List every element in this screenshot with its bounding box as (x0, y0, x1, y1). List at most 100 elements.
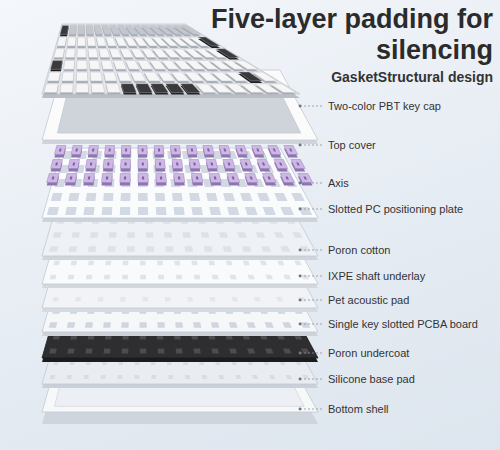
slot (120, 207, 130, 215)
switch-stem (109, 149, 111, 152)
slot (248, 275, 255, 279)
switch (155, 160, 165, 169)
switch (51, 160, 63, 169)
slot (209, 207, 221, 215)
slot (182, 232, 190, 238)
switch-stem (52, 177, 55, 180)
leader-line (300, 324, 324, 325)
switch (268, 146, 281, 155)
slot (252, 375, 258, 379)
switch (54, 146, 66, 155)
slot (189, 193, 200, 201)
keycap (62, 72, 74, 81)
slot (118, 375, 123, 379)
keycap (216, 49, 239, 58)
keycap (89, 60, 100, 69)
slot (298, 207, 312, 215)
keycap (198, 37, 220, 46)
keycap (60, 84, 73, 93)
slot (230, 275, 237, 279)
slot (232, 297, 239, 301)
switch-stem (296, 163, 300, 166)
slot (98, 297, 104, 301)
subtitle: GasketStructural design (331, 68, 493, 86)
slot (157, 261, 163, 265)
slot (109, 232, 117, 238)
switch (102, 174, 113, 183)
slot (121, 322, 128, 328)
switch (156, 174, 167, 183)
slot (299, 246, 310, 252)
switch-stem (90, 163, 92, 166)
switch (240, 160, 253, 169)
slot (211, 349, 219, 354)
switch-stem (286, 177, 289, 180)
slot (286, 375, 293, 379)
leader-line (300, 209, 324, 210)
slot (86, 193, 97, 201)
keycap (78, 25, 85, 34)
slot (194, 275, 201, 279)
switch-stem (250, 177, 253, 180)
slot (283, 349, 292, 354)
switch-stem (158, 149, 160, 152)
switch (47, 174, 59, 183)
keycap (57, 37, 67, 46)
switch-stem (268, 177, 271, 180)
slot (65, 207, 77, 215)
slot (103, 193, 113, 201)
leader-dot (299, 275, 302, 278)
switch (105, 146, 115, 155)
leader-line (300, 353, 324, 354)
keycap (77, 37, 85, 46)
leader-dot (299, 105, 302, 108)
switch (189, 160, 200, 169)
slot (86, 275, 92, 279)
leader-dot (299, 299, 302, 302)
slot (193, 349, 200, 354)
slot (223, 193, 235, 201)
keycap (106, 84, 121, 93)
keycap (69, 25, 77, 34)
slot (90, 232, 98, 238)
slot (191, 207, 203, 215)
slot (175, 322, 183, 328)
switch (121, 160, 131, 169)
slot (122, 349, 129, 354)
slot (155, 193, 165, 201)
switch (284, 146, 298, 155)
switch (121, 146, 131, 155)
part-label: Poron cotton (328, 243, 390, 257)
slot (176, 349, 183, 354)
switch (174, 174, 185, 183)
keycap (252, 72, 277, 81)
slot (257, 193, 270, 201)
switch-stem (160, 177, 162, 180)
keycap (77, 60, 88, 69)
switch (103, 160, 114, 169)
switch-stem (176, 163, 178, 166)
top-cover-frame (42, 70, 318, 140)
slot (85, 322, 93, 328)
slot (165, 297, 171, 301)
slot (101, 375, 106, 379)
switch (235, 146, 247, 155)
part-label: Top cover (328, 138, 376, 152)
slot (243, 261, 250, 265)
switch (219, 146, 231, 155)
keycap (270, 84, 296, 93)
switch (227, 174, 240, 183)
slot (156, 207, 167, 215)
leader-line (300, 250, 324, 251)
leader-dot (299, 249, 302, 252)
slot (85, 349, 92, 354)
slot (209, 261, 216, 265)
slot (104, 349, 111, 354)
slot (302, 375, 309, 379)
slot (263, 207, 276, 215)
slot (247, 349, 255, 354)
leader-line (300, 276, 324, 277)
switch-stem (191, 149, 194, 152)
keycap (234, 60, 258, 69)
